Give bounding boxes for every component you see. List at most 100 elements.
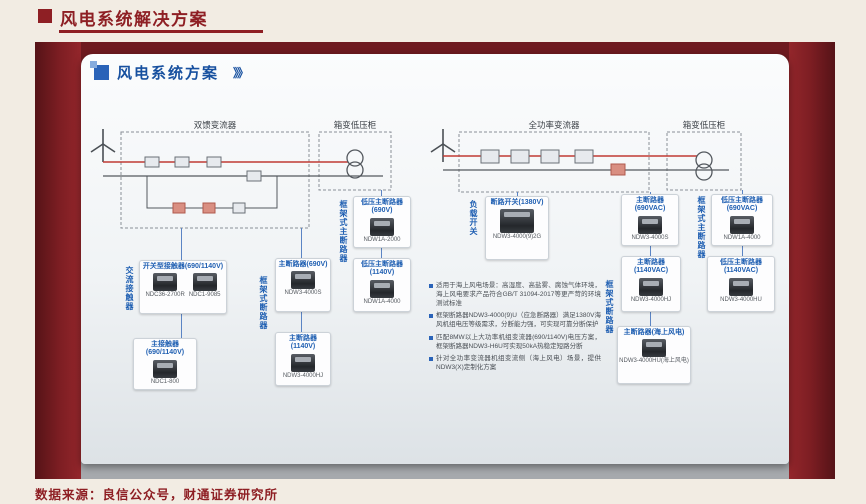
connector-line [742,246,743,256]
bullet-square-icon [429,314,433,319]
product-model: NDW3-4000HJ [282,372,324,379]
chevron-arrows-icon: 》》 [233,66,249,80]
product-label: 断路开关(1380V) [490,199,544,206]
vertical-label-ac-contactor: 交流接触器 [125,266,134,311]
connector-line [381,190,382,196]
contactor-device-image [153,273,178,292]
connector-line [650,192,651,194]
product-model: NDW1A-4000 [723,234,761,241]
product-label: 低压主断路器(1140V) [361,261,403,277]
title-underline [59,30,263,33]
card-switch-contactor: 开关型接触器(690/1140V) NDC36-2700R NDC1-9085 [139,260,227,314]
note-item: 匹配8MW以上大功率机组变流器(690/1140V)电压方案，框架断路器NDW3… [429,334,601,352]
product-model: NDW3-4000S [631,234,669,241]
note-text: 适用于海上风电场景：高湿度、高盐雾、腐蚀气体环境，海上风电要求产品符合GB/T … [436,282,601,307]
product-column: NDC36-2700R [145,271,185,299]
display-board-photo: 风电系统方案 》》 双馈变流器 箱变低压柜 全功率变流器 箱变低压柜 [35,42,835,479]
note-text: 针对全功率变流器机组变流侧（海上风电）场景，提供NDW3(X)定制化方案 [436,355,601,372]
contactor-device-image [153,359,177,378]
right-cabinet-label: 箱变低压柜 [682,120,726,130]
vertical-label-frame-breaker: 框架式断路器 [259,276,268,330]
left-cabinet-label: 箱变低压柜 [333,120,377,130]
bullet-square-icon [429,284,433,288]
product-model: NDC1-9085 [188,292,221,299]
note-text: 匹配8MW以上大功率机组变流器(690/1140V)电压方案，框架断路器NDW3… [436,333,601,350]
vertical-label-frame-main-breaker-right: 框架式主断路器 [697,196,706,259]
right-circuit-diagram [430,129,742,193]
product-model: NDW3-4000HU(海上风电) [619,358,689,365]
product-column: NDC1-9085 [189,271,221,299]
breaker-device-image [638,215,662,234]
bullet-square-icon [429,335,433,340]
breaker-device-image [639,277,663,296]
product-label: 低压主断路器(690V) [361,199,403,215]
data-source-note: 数据来源：良信公众号，财通证券研究所 [35,488,279,502]
card-main-breaker-offshore: 主断路器(海上风电) NDW3-4000HU(海上风电) [617,326,691,384]
connector-line [517,192,518,196]
breaker-device-image [291,353,315,372]
product-model: NDW3-4000(9)2G [492,234,542,241]
breaker-device-image [729,277,753,296]
board-title: 风电系统方案 [117,65,220,82]
breaker-device-image [291,271,315,290]
transformer-icon [695,151,713,181]
product-model: NDC1-800 [150,378,180,385]
breaker-device-image [370,279,394,298]
card-lv-main-breaker-1140v: 低压主断路器(1140V) NDW1A-4000 [353,258,411,312]
card-lv-main-breaker-1140vac: 低压主断路器(1140VAC) NDW3-4000HU [707,256,775,312]
product-label: 低压主断路器(1140VAC) [720,259,762,275]
connector-line [181,314,182,338]
connector-line [301,312,302,332]
right-converter-label: 全功率变流器 [528,120,580,130]
brand-logo-accent [90,61,97,68]
card-main-breaker-1140vac: 主断路器(1140VAC) NDW3-4000HJ [621,256,681,312]
title-bullet-square [38,9,52,23]
note-item: 适用于海上风电场景：高湿度、高盐雾、腐蚀气体环境，海上风电要求产品符合GB/T … [429,282,601,308]
card-lv-main-breaker-690v: 低压主断路器(690V) NDW1A-2000 [353,196,411,248]
connector-line [301,228,302,258]
board-frame-left [35,42,81,479]
connector-line [650,312,651,326]
brand-logo-icon [94,65,109,80]
connector-line [742,190,743,194]
breaker-device-image [730,215,754,234]
product-label: 主断路器(690V) [278,261,328,268]
product-model: NDW1A-2000 [363,236,401,243]
card-main-breaker-1140v: 主断路器(1140V) NDW3-4000HJ [275,332,331,386]
vertical-label-frame-breaker-right: 框架式断路器 [605,280,614,334]
product-notes: 适用于海上风电场景：高湿度、高盐雾、腐蚀气体环境，海上风电要求产品符合GB/T … [429,282,601,377]
note-item: 框架断路器NDW3-4000(9)U（应急断路器）满足1380V海风机组电压等级… [429,312,601,330]
transformer-icon [346,149,364,179]
left-converter-label: 双馈变流器 [193,120,237,130]
display-board-panel: 风电系统方案 》》 双馈变流器 箱变低压柜 全功率变流器 箱变低压柜 [81,54,789,464]
product-label: 开关型接触器(690/1140V) [142,263,224,270]
card-lv-main-breaker-690vac: 低压主断路器(690VAC) NDW1A-4000 [711,194,773,246]
note-text: 框架断路器NDW3-4000(9)U（应急断路器）满足1380V海风机组电压等级… [436,312,601,329]
product-model: NDW3-4000S [284,290,322,297]
page-title: 风电系统解决方案 [60,10,208,29]
breaker-device-image [500,209,534,234]
vertical-label-frame-main-breaker: 框架式主断路器 [339,200,348,263]
wind-turbine-icon [90,129,116,162]
card-main-breaker-690v: 主断路器(690V) NDW3-4000S [275,258,331,312]
card-load-break-switch: 断路开关(1380V) NDW3-4000(9)2G [485,196,549,260]
card-main-contactor: 主接触器(690/1140V) NDC1-800 [133,338,197,390]
contactor-device-image [192,273,217,292]
product-model: NDW3-4000HU [720,296,762,303]
product-model: NDW1A-4000 [363,298,401,305]
bullet-square-icon [429,357,433,362]
product-model: NDC36-2700R [145,292,185,299]
wind-turbine-icon [430,129,456,162]
breaker-device-image [370,217,394,236]
left-circuit-diagram [90,129,392,229]
product-label: 主接触器(690/1140V) [145,341,185,357]
connector-line [650,246,651,256]
card-main-breaker-690vac: 主断路器(690VAC) NDW3-4000S [621,194,679,246]
breaker-device-image [642,339,666,358]
product-label: 主断路器(海上风电) [623,329,685,336]
board-frame-right [789,42,835,479]
product-model: NDW3-4000HJ [630,296,672,303]
product-label: 主断路器(690VAC) [634,197,666,213]
connector-line [181,228,182,260]
